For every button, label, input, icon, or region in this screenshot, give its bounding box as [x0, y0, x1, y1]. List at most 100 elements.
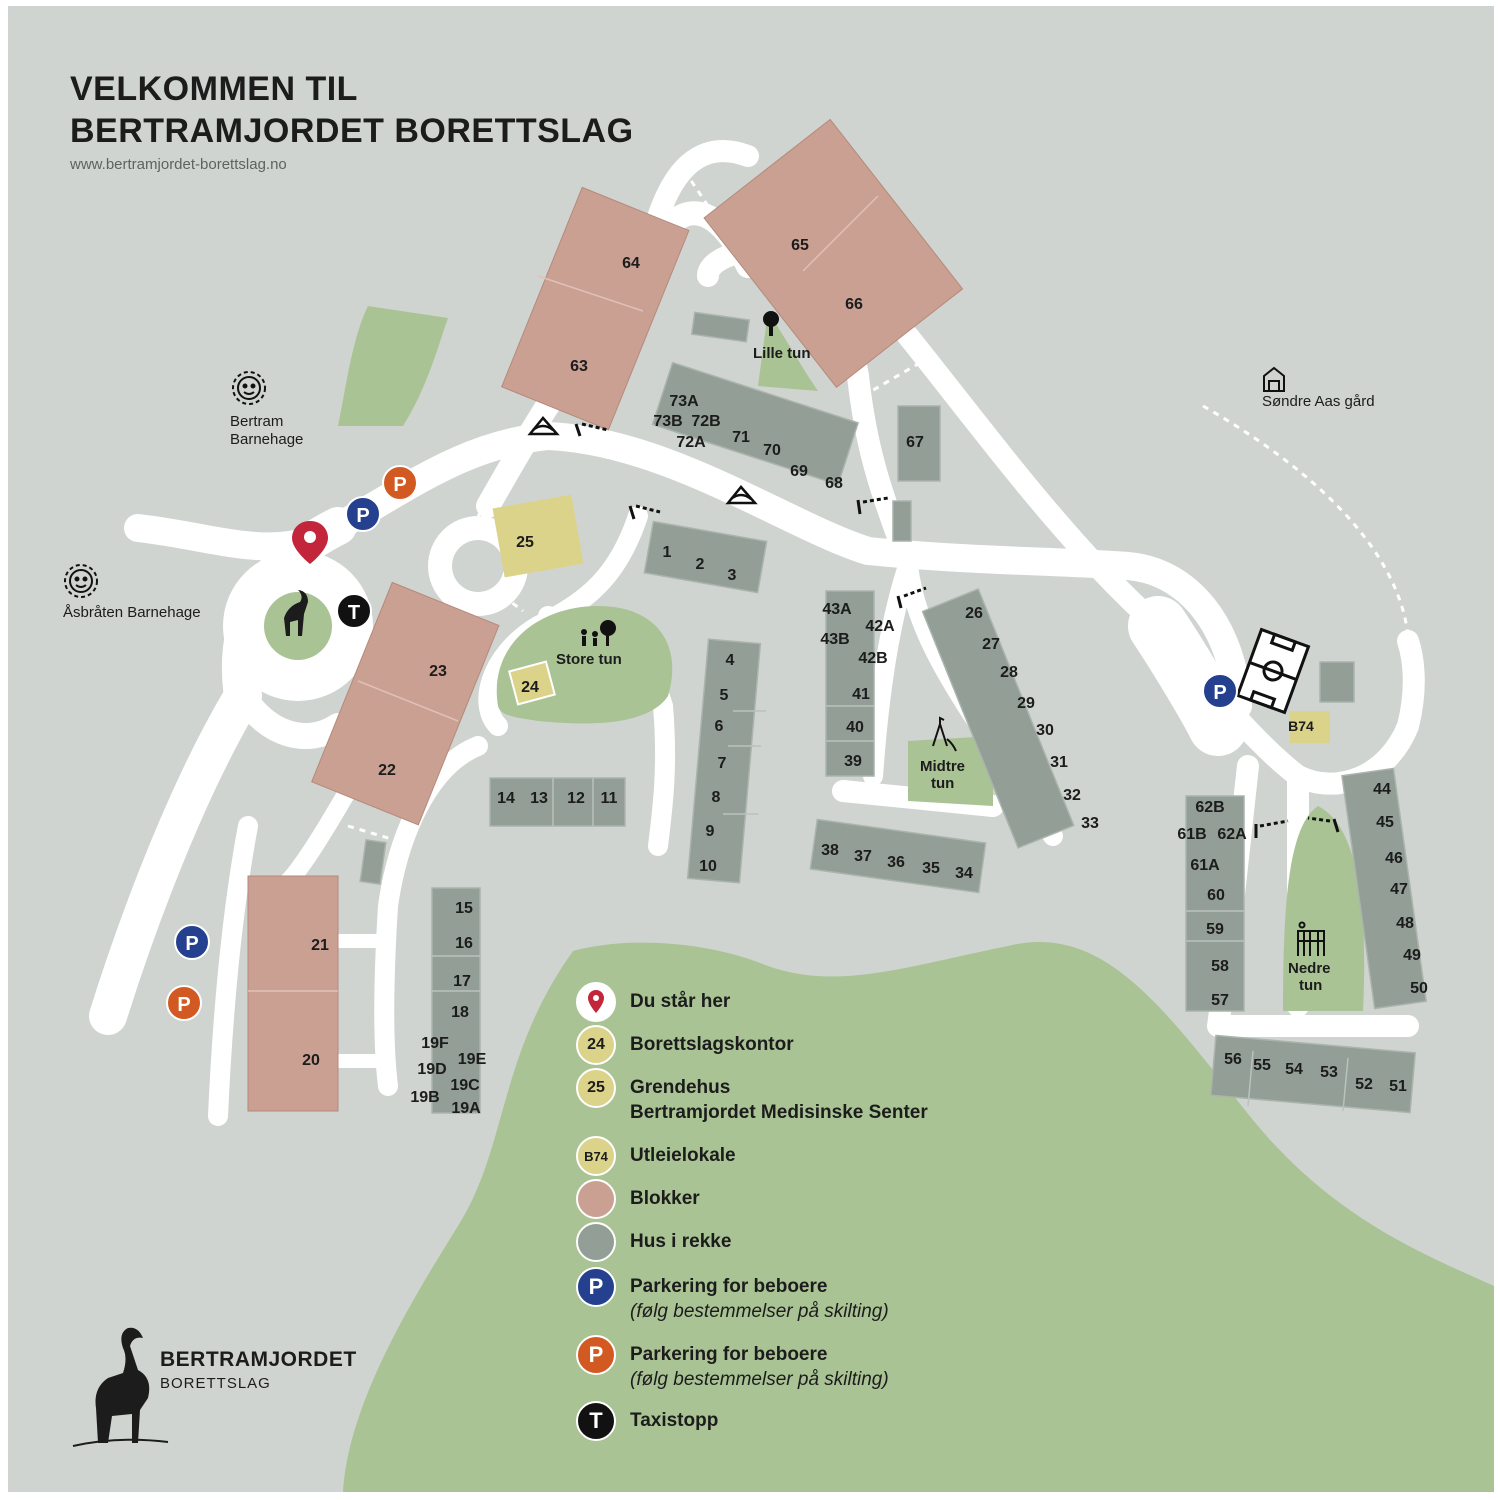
- taxi-marker: T: [336, 593, 372, 629]
- legend-swatch: [576, 1222, 616, 1262]
- barrier-gate-icon: [1254, 819, 1289, 838]
- map-number-63: 63: [570, 358, 588, 375]
- parking-blue-marker: P: [345, 496, 381, 532]
- map-number-51: 51: [1389, 1078, 1407, 1095]
- legend-label: Blokker: [630, 1188, 700, 1209]
- map-number-61a: 61A: [1190, 857, 1220, 874]
- location-pin-icon: [576, 982, 616, 1022]
- legend-swatch: [576, 1179, 616, 1219]
- map-number-27: 27: [982, 636, 1000, 653]
- map-number-31: 31: [1050, 754, 1068, 771]
- tree-icon: [763, 311, 779, 336]
- row-73-68-shape: [651, 361, 860, 486]
- row-4-10-shape: [686, 638, 762, 884]
- label-asbraten-barnehage: Åsbråten Barnehage: [63, 604, 201, 621]
- legend-swatch: T: [576, 1401, 616, 1441]
- map-number-28: 28: [1000, 664, 1018, 681]
- map-number-43a: 43A: [822, 601, 852, 618]
- map-number-9: 9: [706, 823, 715, 840]
- row-1-3-shape: [643, 520, 768, 594]
- row-44-50-shape: [1341, 767, 1428, 1010]
- barnehage-icon: [232, 371, 266, 405]
- page-title-line-2: BERTRAMJORDET BORETTSLAG: [70, 112, 634, 150]
- map-number-30: 30: [1036, 722, 1054, 739]
- legend-label: Parkering for beboere(følg bestemmelser …: [630, 1344, 889, 1390]
- map-number-62b: 62B: [1195, 799, 1224, 816]
- row-56-51-shape: [1209, 1034, 1417, 1114]
- map-number-12: 12: [567, 790, 585, 807]
- map-number-10: 10: [699, 858, 717, 875]
- goat-icon: [284, 590, 308, 636]
- parking-orange-marker: P: [382, 465, 418, 501]
- map-number-40: 40: [846, 719, 864, 736]
- map-number-56: 56: [1224, 1051, 1242, 1068]
- map-number-26: 26: [965, 605, 983, 622]
- map-number-33: 33: [1081, 815, 1099, 832]
- legend-label: Parkering for beboere(følg bestemmelser …: [630, 1276, 889, 1322]
- map-number-23: 23: [429, 663, 447, 680]
- parking-blue-marker: P: [174, 924, 210, 960]
- map-number-24: 24: [521, 679, 539, 696]
- legend-label: Hus i rekke: [630, 1231, 732, 1252]
- map-number-19e: 19E: [458, 1051, 487, 1068]
- map-number-15: 15: [455, 900, 473, 917]
- map-number-70: 70: [763, 442, 781, 459]
- goat-logo: [72, 1327, 169, 1447]
- label-lille-tun: Lille tun: [753, 345, 811, 362]
- map-number-19c: 19C: [450, 1077, 480, 1094]
- map-number-68: 68: [825, 475, 843, 492]
- website-link[interactable]: www.bertramjordet-borettslag.no: [70, 156, 287, 173]
- map-number-20: 20: [302, 1052, 320, 1069]
- map-number-7: 7: [718, 755, 727, 772]
- legend-swatch: P: [576, 1335, 616, 1375]
- map-number-73a: 73A: [669, 393, 699, 410]
- speed-bump-icon: [725, 485, 758, 505]
- row-14-11-shape: [489, 777, 626, 827]
- map-number-41: 41: [852, 686, 870, 703]
- here-pin-icon: [292, 521, 328, 564]
- playground-icon: [932, 716, 957, 752]
- block-23-22-shape: [311, 581, 500, 826]
- map-number-1: 1: [663, 544, 672, 561]
- climbing-frame-icon: [1297, 921, 1325, 956]
- map-number-48: 48: [1396, 915, 1414, 932]
- legend-label: Borettslagskontor: [630, 1034, 794, 1055]
- legend-label: Taxistopp: [630, 1410, 719, 1431]
- legend-item: Du står her: [576, 982, 730, 1022]
- kontor-24-shape: [508, 660, 556, 706]
- svg-text:P: P: [185, 933, 198, 955]
- row-43-39-shape: [825, 590, 875, 777]
- green-field: [343, 941, 1494, 1492]
- shed-4: [1319, 661, 1355, 703]
- map-number-72b: 72B: [691, 413, 720, 430]
- midtre-tun-area: [908, 736, 993, 806]
- map-number-16: 16: [455, 935, 473, 952]
- map-number-38: 38: [821, 842, 839, 859]
- map-number-22: 22: [378, 762, 396, 779]
- map-number-13: 13: [530, 790, 548, 807]
- map-number-4: 4: [726, 652, 735, 669]
- map-number-55: 55: [1253, 1057, 1271, 1074]
- row-26-33-shape: [921, 588, 1075, 849]
- label-store-tun: Store tun: [556, 651, 622, 668]
- row-38-34-shape: [809, 818, 987, 894]
- row-15-19-shape: [431, 887, 481, 1114]
- map-number-71: 71: [732, 429, 750, 446]
- shed-2: [892, 500, 912, 542]
- utleie-b74-shape: [1290, 711, 1330, 743]
- map-number-2: 2: [696, 556, 705, 573]
- map-number-50: 50: [1410, 980, 1428, 997]
- barnehage-icon: [64, 564, 98, 598]
- map-number-32: 32: [1063, 787, 1081, 804]
- map-number-52: 52: [1355, 1076, 1373, 1093]
- map-number-29: 29: [1017, 695, 1035, 712]
- page-title-line-1: VELKOMMEN TIL: [70, 70, 358, 108]
- map-number-19b: 19B: [410, 1089, 439, 1106]
- row-67-shape: [897, 405, 941, 482]
- shed-1: [690, 311, 751, 343]
- map-number-43b: 43B: [820, 631, 849, 648]
